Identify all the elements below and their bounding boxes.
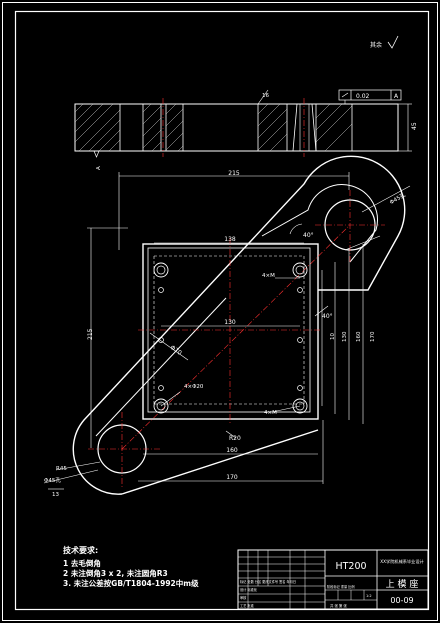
flatness-value: 0.02: [356, 93, 370, 100]
tb-mark-row: 标记 处数 分区 更改文件号 签名 年月日: [240, 579, 296, 584]
dim-130-v: 130: [342, 331, 348, 342]
roughness-label: 其余: [370, 41, 382, 49]
notes-title: 技术要求:: [63, 545, 98, 555]
section-view: 45 16 0.02 A A: [74, 89, 418, 170]
tb-material: HT200: [335, 561, 366, 572]
tb-design-row: 设计 标准化: [240, 587, 258, 592]
plan-view: 215: [43, 155, 411, 498]
inner-rect-138: [147, 247, 311, 413]
tb-scale: 1:2: [366, 594, 372, 598]
tb-drawing-no: 00-09: [390, 596, 413, 605]
notes-line-3: 3. 未注公差按GB/T1804-1992中m级: [63, 578, 199, 588]
dim-45-side: 45: [411, 122, 418, 130]
dim-16: 16: [262, 93, 269, 99]
dim-215-height: 215: [87, 328, 94, 340]
bolt-holes: [153, 262, 308, 414]
phi45-left: Φ45孔: [44, 476, 61, 484]
r45-label: R45: [56, 466, 67, 472]
flatness-datum: A: [394, 93, 399, 100]
plate-outline: [142, 243, 319, 420]
dim-170-v: 170: [370, 331, 376, 342]
dim-160-v: 160: [356, 331, 362, 342]
section-outline: [74, 103, 399, 152]
angle-40-right: 40°: [322, 313, 333, 320]
m4-bottom-label: 4×M: [264, 410, 277, 416]
hatch-left: [74, 103, 121, 152]
dim-13: 13: [52, 492, 59, 498]
m4-top-label: 4×M: [262, 273, 275, 279]
tb-stage-row: 阶段标记 重量 比例: [327, 584, 355, 589]
dim-10: 10: [330, 333, 336, 340]
tb-part-name: 上 模 座: [386, 578, 419, 590]
title-block: 标记 处数 分区 更改文件号 签名 年月日 设计 标准化 审核 工艺 批准 阶段…: [237, 549, 429, 610]
svg-text:A: A: [96, 166, 102, 170]
dim-215-width: 215: [228, 170, 240, 177]
dim-138: 138: [224, 236, 236, 243]
technical-notes: 技术要求: 1 去毛倒角 2 未注倒角3 x 2, 未注圆角R3 3. 未注公差…: [63, 545, 199, 588]
r20-label: R20: [229, 435, 241, 442]
tb-school: XX学院机械系毕业设计: [380, 558, 423, 565]
dim-130: 130: [224, 319, 236, 326]
flatness-tolerance-frame: 0.02 A: [338, 89, 402, 104]
holes-4-label: 4×Φ20: [184, 384, 204, 390]
hatch-bolt-hole: [142, 98, 184, 157]
notes-line-1: 1 去毛倒角: [63, 558, 101, 568]
angle-40-top: 40°: [303, 232, 314, 239]
surface-roughness-symbol: 其余: [370, 35, 399, 49]
dim-160: 160: [226, 447, 238, 454]
tb-process-row: 工艺 批准: [240, 603, 255, 608]
tb-review-row: 审核: [240, 595, 247, 600]
inner-frame: [14, 10, 430, 611]
notes-line-2: 2 未注倒角3 x 2, 未注圆角R3: [63, 568, 168, 578]
flange-outline: [72, 155, 406, 495]
hatch-pin-hole: [257, 98, 353, 157]
tb-sheet-row: 共 张 第 张: [330, 603, 347, 608]
dim-170: 170: [226, 474, 238, 481]
